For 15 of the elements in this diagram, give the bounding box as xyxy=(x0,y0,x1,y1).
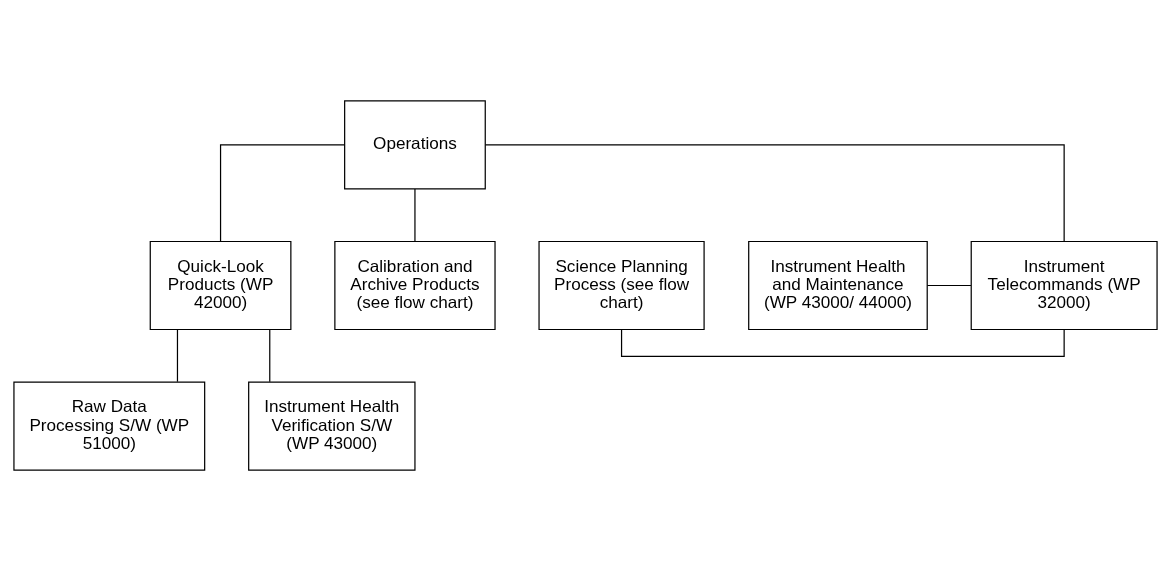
connector xyxy=(219,143,345,242)
node-box: Calibration and Archive Products (see flow chart) xyxy=(334,240,496,330)
connector xyxy=(620,328,1065,357)
node-box: Quick-Look Products (WP 42000) xyxy=(149,240,292,330)
connector xyxy=(176,328,179,382)
connector xyxy=(414,187,416,242)
node-box: Instrument Health and Maintenance (WP 43000/ 44000) xyxy=(748,240,928,330)
node-box: Raw Data Processing S/W (WP 51000) xyxy=(13,380,206,471)
node-box: Science Planning Process (see flow chart) xyxy=(538,240,705,330)
node-box: Instrument Health Verification S/W (WP 43000) xyxy=(248,380,416,471)
node-box: Operations xyxy=(344,99,486,190)
connector xyxy=(926,284,972,286)
connector xyxy=(484,143,1065,242)
connector xyxy=(269,328,271,382)
node-box: Instrument Telecommands (WP 32000) xyxy=(970,240,1158,330)
